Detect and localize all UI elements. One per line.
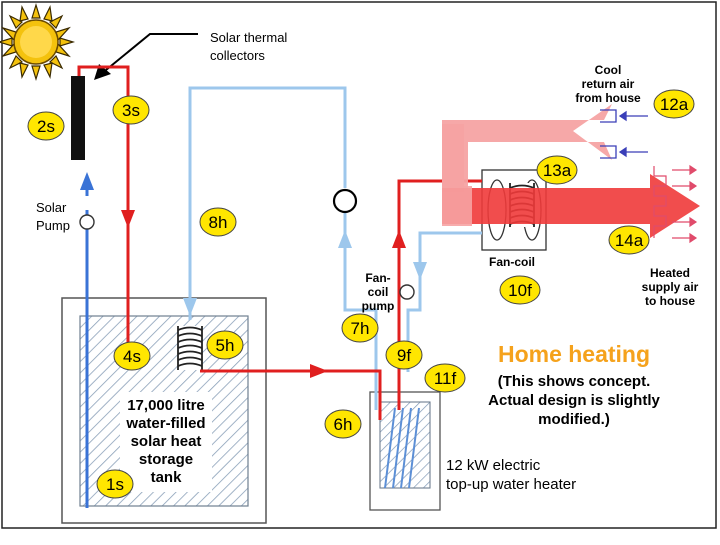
heat-exchanger-coil <box>177 326 203 370</box>
cool-air-label: return air <box>582 77 635 91</box>
solar-pump-icon <box>79 214 95 230</box>
badge-label: 10f <box>508 281 532 300</box>
flow-arrow <box>80 172 94 190</box>
badge-label: 6h <box>334 415 353 434</box>
hot-air-duct <box>442 174 700 238</box>
badge-label: 3s <box>122 101 140 120</box>
callout-arrow <box>94 33 198 80</box>
fancoil-pump-label: Fan- <box>365 271 390 285</box>
tank-to-heater-pipe <box>200 369 382 420</box>
cool-air-duct <box>442 104 716 194</box>
flow-arrow <box>413 262 427 280</box>
page-frame <box>1 1 717 529</box>
badge-2s: 2s <box>27 111 65 141</box>
cool-air-label: Cool <box>595 63 622 77</box>
badge-label: 2s <box>37 117 55 136</box>
badge-11f: 11f <box>424 363 466 393</box>
badge-label: 13a <box>543 161 572 180</box>
tank-label: water-filled <box>125 415 205 432</box>
badge-1s: 1s <box>96 469 134 499</box>
badge-3s: 3s <box>112 95 150 125</box>
fancoil-pump-label: coil <box>368 285 389 299</box>
collectors-label: collectors <box>210 48 265 63</box>
badge-label: 12a <box>660 95 689 114</box>
tank-label: storage <box>139 451 193 468</box>
fancoil-pump-icon <box>399 284 415 300</box>
fancoil-return-pipe <box>188 86 482 410</box>
badge-10f: 10f <box>499 275 541 305</box>
badge-9f: 9f <box>385 340 423 370</box>
badge-5h: 5h <box>206 330 244 360</box>
flow-arrow <box>392 230 406 248</box>
badge-4s: 4s <box>113 341 151 371</box>
heated-air-label: Heated <box>650 266 690 280</box>
badge-label: 11f <box>434 369 457 388</box>
fancoil-pump-label: pump <box>362 299 395 313</box>
badge-label: 1s <box>106 475 124 494</box>
page-title: Home heating <box>498 341 650 367</box>
flow-arrow <box>310 364 328 378</box>
badge-label: 7h <box>351 319 370 338</box>
badge-label: 5h <box>216 336 235 355</box>
badge-label: 4s <box>123 347 141 366</box>
badge-8h: 8h <box>199 207 237 237</box>
flow-arrow <box>338 230 352 248</box>
concept-note: (This shows concept. <box>498 373 651 390</box>
return-air-grille <box>600 109 648 159</box>
fancoil-label: Fan-coil <box>489 255 535 269</box>
tank-label: tank <box>151 469 183 486</box>
badge-label: 9f <box>397 346 411 365</box>
flow-arrow <box>183 298 197 316</box>
sun-icon <box>0 2 76 82</box>
tank-label: 17,000 litre <box>127 397 205 414</box>
concept-note: modified.) <box>538 411 610 428</box>
collectors-label: Solar thermal <box>210 30 287 45</box>
pump-label: Solar <box>36 200 67 215</box>
tank-label: solar heat <box>131 433 202 450</box>
heated-air-label: supply air <box>642 280 699 294</box>
cool-air-label: from house <box>575 91 641 105</box>
badge-label: 8h <box>209 213 228 232</box>
badge-13a: 13a <box>536 155 578 185</box>
concept-note: Actual design is slightly <box>488 392 660 409</box>
heater-label: 12 kW electric <box>446 457 541 474</box>
badge-7h: 7h <box>341 313 379 343</box>
heated-air-label: to house <box>645 294 695 308</box>
solar-collector <box>71 76 85 160</box>
circulation-pump <box>332 188 358 214</box>
badge-12a: 12a <box>653 89 695 119</box>
heater-tubes <box>384 407 420 489</box>
pump-label: Pump <box>36 218 70 233</box>
supply-air-grille <box>653 164 698 244</box>
heater-label: top-up water heater <box>446 476 576 493</box>
flow-arrow <box>121 210 135 228</box>
badge-label: 14a <box>615 231 644 250</box>
badge-14a: 14a <box>608 225 650 255</box>
badge-6h: 6h <box>324 409 362 439</box>
